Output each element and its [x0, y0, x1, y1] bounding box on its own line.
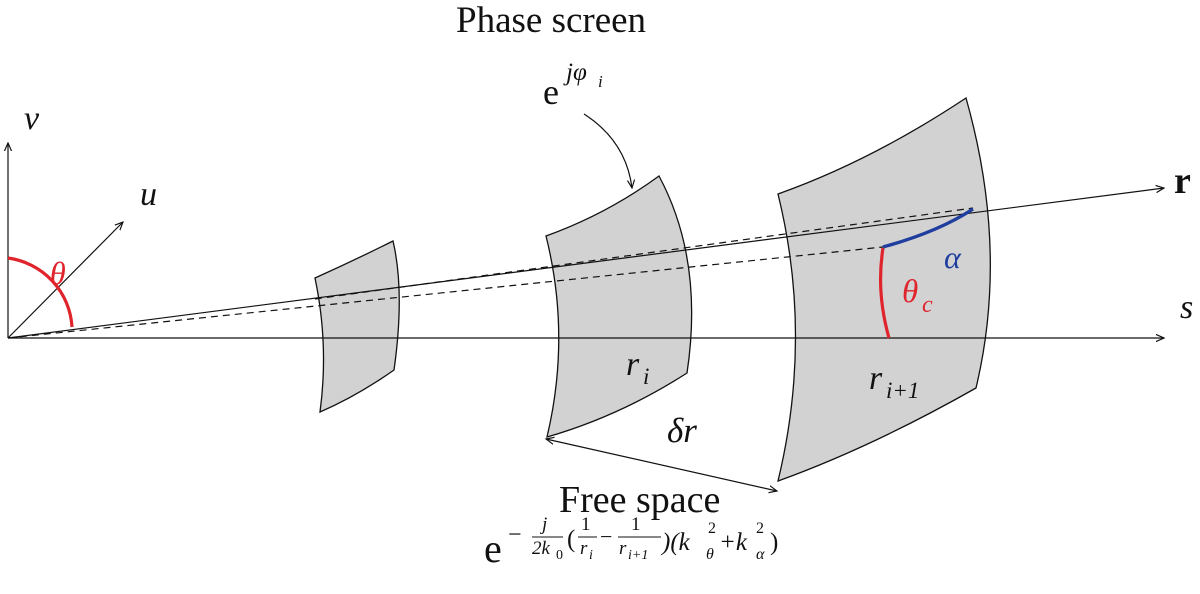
alpha-label: α — [944, 239, 962, 275]
svg-text:2: 2 — [708, 520, 716, 537]
delta-r-arrow — [546, 439, 777, 491]
svg-text:jφ: jφ — [563, 59, 587, 86]
u-axis — [7, 222, 123, 339]
svg-text:i: i — [598, 72, 603, 91]
alpha-arc — [882, 207, 974, 249]
delta-r-label: δr — [667, 411, 697, 450]
svg-text:c: c — [922, 292, 933, 318]
phase-screen-ri — [545, 175, 693, 438]
s-axis-label: s — [1180, 289, 1193, 326]
svg-text:): ) — [770, 529, 778, 556]
svg-text:r: r — [619, 538, 627, 559]
r-ray — [7, 188, 1164, 339]
propagator-formula: e − j 2k 0 ( 1 r i − 1 r i+1 )(k 2 θ +k … — [484, 514, 778, 571]
phase-screen-ri1 — [777, 96, 991, 483]
theta-c-label: θ c — [902, 274, 933, 318]
r-i-label: r i — [626, 346, 649, 389]
svg-text:)(k: )(k — [660, 529, 691, 556]
u-axis-label: u — [140, 176, 157, 213]
svg-text:2k: 2k — [532, 538, 551, 559]
svg-text:i: i — [643, 364, 649, 389]
svg-text:−: − — [600, 524, 612, 549]
dashed-ray-upper — [314, 207, 974, 300]
v-axis-label: v — [24, 100, 40, 137]
theta-arc — [7, 256, 74, 328]
svg-text:(: ( — [567, 526, 575, 553]
svg-text:+k: +k — [719, 529, 748, 556]
svg-text:j: j — [539, 514, 547, 535]
r-axis-label: r — [1174, 160, 1191, 202]
svg-text:θ: θ — [902, 274, 918, 310]
theta-c-arc — [878, 247, 891, 339]
svg-text:i+1: i+1 — [628, 548, 648, 563]
phase-screen-title: Phase screen — [456, 0, 646, 41]
svg-text:i+1: i+1 — [886, 378, 919, 403]
phase-factor-arrow — [583, 113, 632, 188]
dashed-ray-to-alpha — [7, 246, 884, 339]
svg-text:r: r — [580, 538, 588, 559]
svg-text:−: − — [508, 522, 522, 548]
theta-label: θ — [50, 255, 66, 291]
phase-factor-label: e jφ i — [543, 59, 603, 112]
svg-text:e: e — [484, 526, 502, 571]
svg-text:i: i — [589, 548, 593, 563]
svg-text:θ: θ — [706, 546, 714, 563]
svg-text:r: r — [869, 360, 883, 397]
svg-text:e: e — [543, 72, 559, 112]
svg-text:1: 1 — [631, 514, 641, 535]
svg-text:2: 2 — [756, 520, 764, 537]
svg-text:1: 1 — [581, 514, 591, 535]
svg-text:0: 0 — [556, 548, 563, 563]
phase-screen-small — [314, 240, 400, 414]
svg-text:r: r — [626, 346, 640, 383]
r-i1-label: r i+1 — [869, 360, 919, 403]
free-space-label: Free space — [559, 479, 720, 521]
svg-text:α: α — [756, 546, 765, 563]
